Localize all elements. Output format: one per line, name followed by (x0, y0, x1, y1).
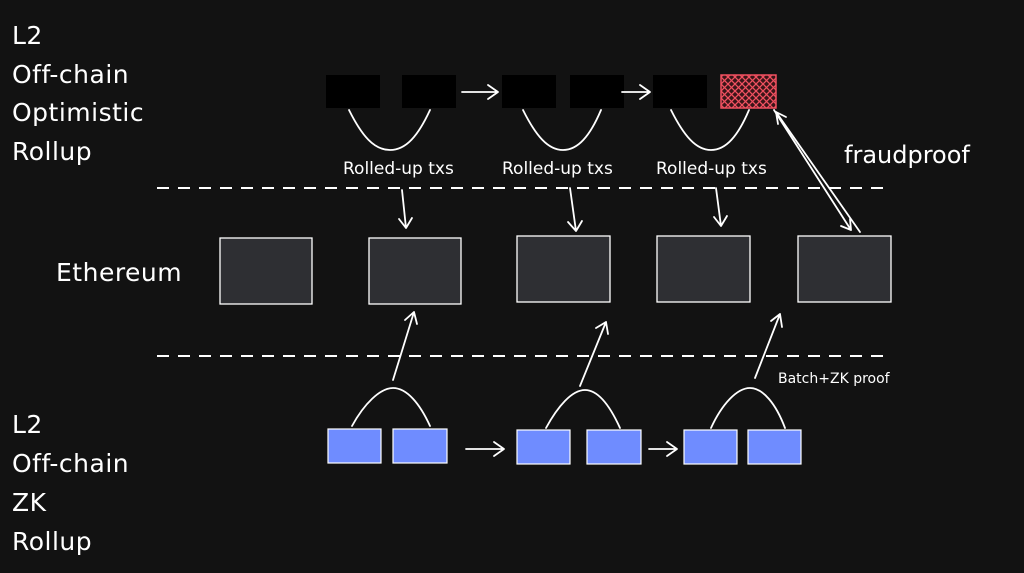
zk-rollup-curves (351, 387, 786, 429)
optimistic-submit-arrows (398, 187, 728, 232)
zk-tx-block (516, 429, 571, 465)
ethereum-block (368, 237, 462, 305)
optimistic-blocks (326, 74, 777, 109)
optimistic-tx-block (402, 75, 456, 108)
rollup-curve (670, 109, 750, 151)
zk-label-line-1: L2 (12, 410, 43, 439)
arrow-right-icon (648, 441, 678, 457)
optimistic-tx-block (570, 75, 624, 108)
zk-chain-arrows (465, 441, 678, 457)
zk-label-line-3: ZK (12, 488, 47, 517)
optimistic-label-line-3: Optimistic (12, 98, 144, 127)
fraudproof-arrow-icon (773, 109, 852, 231)
optimistic-label-line-4: Rollup (12, 137, 92, 166)
optimistic-tx-block (653, 75, 707, 108)
zk-label-line-4: Rollup (12, 527, 92, 556)
arrow-up-icon (579, 321, 609, 387)
zk-tx-block (683, 429, 738, 465)
zk-blocks (327, 428, 802, 465)
optimistic-tx-block (326, 75, 380, 108)
optimistic-label-line-1: L2 (12, 21, 43, 50)
optimistic-tx-block (502, 75, 556, 108)
fraudproof-arrows (773, 109, 861, 233)
fraudproof-arrow-icon (775, 111, 861, 233)
arrow-down-icon (398, 189, 413, 229)
arrow-right-icon (461, 84, 499, 100)
arrow-up-icon (392, 311, 418, 381)
zk-tx-block (586, 429, 642, 465)
rollup-curve (710, 387, 786, 429)
zk-tx-block (327, 428, 382, 464)
arrow-up-icon (754, 313, 783, 379)
zk-tx-block (392, 428, 448, 464)
optimistic-layer-label: L2 Off-chain Optimistic Rollup (12, 21, 144, 166)
zk-submit-arrows (392, 311, 783, 387)
ethereum-label: Ethereum (56, 258, 182, 287)
rolled-up-label: Rolled-up txs (343, 159, 454, 179)
ethereum-block (656, 235, 751, 303)
fraudulent-block-icon (720, 74, 777, 109)
rollup-curve (522, 109, 602, 151)
rollup-curve (545, 389, 621, 429)
zk-proof-label: Batch+ZK proof (778, 371, 891, 387)
rollup-curve (351, 387, 431, 427)
arrow-right-icon (465, 441, 505, 457)
rolled-up-label: Rolled-up txs (502, 159, 613, 179)
arrow-right-icon (621, 84, 651, 100)
rollup-curve (348, 109, 431, 151)
optimistic-label-line-2: Off-chain (12, 60, 129, 89)
arrow-down-icon (713, 187, 728, 227)
ethereum-blocks (219, 235, 892, 305)
optimistic-batch-labels: Rolled-up txs Rolled-up txs Rolled-up tx… (343, 159, 767, 179)
optimistic-chain-arrows (461, 84, 651, 100)
ethereum-block (516, 235, 611, 303)
zk-layer-label: L2 Off-chain ZK Rollup (12, 410, 129, 556)
fraudproof-label: fraudproof (844, 141, 970, 169)
ethereum-block (797, 235, 892, 303)
arrow-down-icon (567, 187, 583, 232)
rolled-up-label: Rolled-up txs (656, 159, 767, 179)
ethereum-block (219, 237, 313, 305)
zk-tx-block (747, 429, 802, 465)
optimistic-rollup-curves (348, 109, 750, 151)
zk-label-line-2: Off-chain (12, 449, 129, 478)
